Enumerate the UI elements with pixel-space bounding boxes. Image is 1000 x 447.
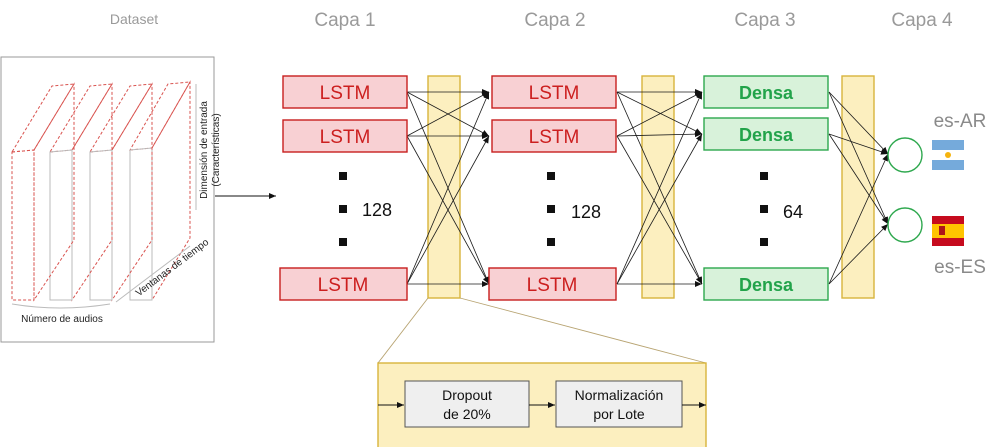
data-slab-3 (89, 82, 153, 302)
dropout-band-3 (841, 75, 875, 299)
unit-count: 64 (783, 202, 803, 222)
ellipsis-dot (547, 205, 555, 213)
zoom-guide-right (459, 297, 707, 364)
densa-unit (703, 75, 829, 109)
dropout-detail-panel: Dropout de 20% Normalización por Lote (377, 362, 707, 447)
audio-count-label: Número de audios (21, 314, 103, 325)
lstm-unit-label: LSTM (529, 83, 580, 104)
header-capa-1: Capa 1 (314, 10, 375, 31)
output-label-es-es: es-ES (934, 257, 986, 278)
lstm-unit-label: LSTM (529, 127, 580, 148)
unit-count: 128 (362, 200, 392, 220)
ellipsis-dot (760, 172, 768, 180)
lstm-unit (488, 267, 617, 301)
connections-3-4 (828, 91, 889, 285)
densa-unit (703, 267, 829, 301)
lstm-unit-label: LSTM (320, 127, 371, 148)
output-node-es-ar (887, 137, 923, 173)
dropout-band-2 (641, 75, 675, 299)
layer-3: Densa Densa 64 Densa (703, 75, 829, 301)
data-slab-front (11, 82, 75, 302)
feature-dim-label-2: (Características) (211, 113, 222, 186)
header-capa-4: Capa 4 (891, 10, 953, 31)
layer-1: LSTM LSTM 128 LSTM (279, 75, 408, 301)
dropout-step-box (404, 380, 530, 428)
densa-unit-label: Densa (739, 125, 794, 145)
dataset-panel: Número de audios Ventanas de tiempo Dime… (0, 56, 222, 343)
time-window-brace (115, 245, 191, 303)
spain-flag-icon (932, 216, 964, 246)
data-slab-back (129, 80, 191, 302)
ellipsis-dot (547, 172, 555, 180)
lstm-unit-label: LSTM (318, 275, 369, 296)
output-layer: es-AR es-ES (887, 111, 987, 278)
argentina-flag-icon (932, 140, 964, 170)
connections-1-2 (406, 89, 490, 287)
dropout-band-1 (427, 75, 461, 299)
ellipsis-dot (760, 238, 768, 246)
ellipsis-dot (339, 172, 347, 180)
ellipsis-dot (339, 238, 347, 246)
data-slab-2 (49, 82, 113, 302)
batchnorm-step-box (555, 380, 683, 428)
unit-count: 128 (571, 202, 601, 222)
densa-unit-label: Densa (739, 83, 794, 103)
output-label-es-ar: es-AR (934, 111, 987, 132)
header-dataset: Dataset (110, 11, 158, 27)
lstm-unit (491, 75, 617, 109)
header-capa-3: Capa 3 (734, 10, 795, 31)
audio-count-brace (11, 303, 111, 309)
lstm-unit-label: LSTM (527, 275, 578, 296)
densa-unit (703, 117, 829, 151)
batchnorm-step-line1: Normalización (575, 387, 664, 403)
zoom-guide-left (377, 297, 429, 364)
dropout-step-line1: Dropout (442, 387, 492, 403)
ellipsis-dot (339, 205, 347, 213)
header-capa-2: Capa 2 (524, 10, 585, 31)
lstm-unit (282, 119, 408, 153)
ellipsis-dot (760, 205, 768, 213)
batchnorm-step-line2: por Lote (593, 406, 645, 422)
ellipsis-dot (547, 238, 555, 246)
output-node-es-es (887, 207, 923, 243)
lstm-unit (282, 75, 408, 109)
connections-2-3 (616, 89, 703, 287)
lstm-unit (491, 119, 617, 153)
feature-dim-label: Dimensión de entrada (199, 101, 210, 199)
densa-unit-label: Densa (739, 275, 794, 295)
lstm-unit-label: LSTM (320, 83, 371, 104)
layer-2: LSTM LSTM 128 LSTM (488, 75, 617, 301)
lstm-unit (279, 267, 408, 301)
dropout-step-line2: de 20% (443, 406, 490, 422)
